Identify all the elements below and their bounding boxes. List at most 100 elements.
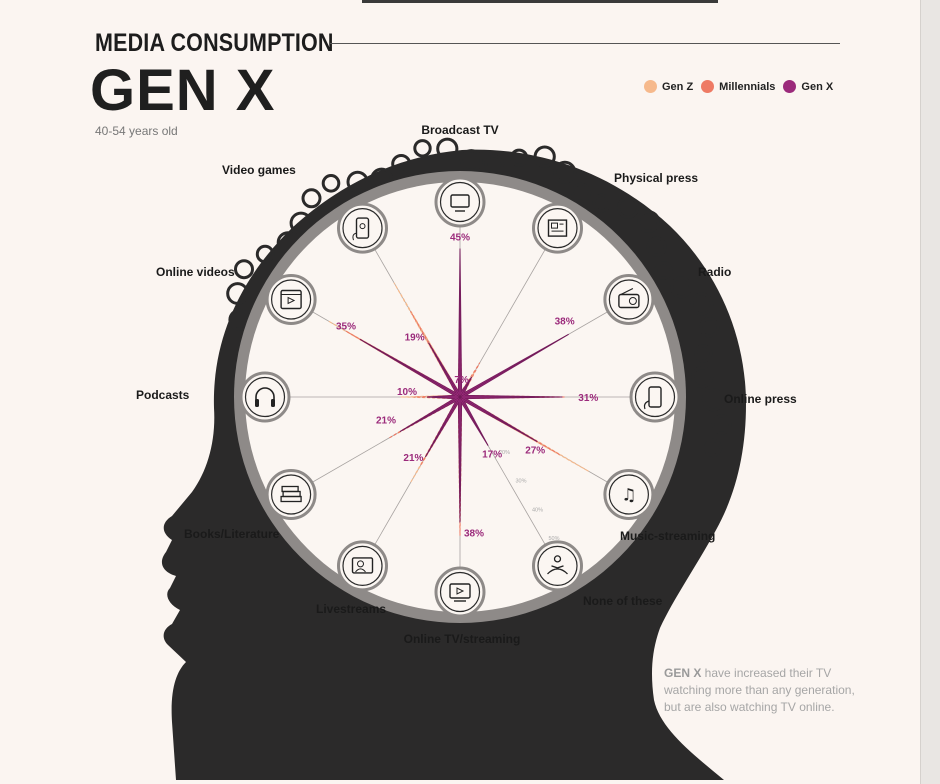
hair-curl <box>459 149 483 172</box>
radar-chart: 20% 30% 40% 50% ♫ 45% 7% 38% 31% 27% 17% 38% 21% 21… <box>136 123 797 780</box>
hair-curl <box>701 388 725 412</box>
hair-curl <box>570 182 592 203</box>
newspaper-icon <box>532 202 583 254</box>
hair-curl <box>690 292 714 316</box>
series-spoke <box>399 396 461 432</box>
legend-item-gen-x: Gen X <box>783 80 833 93</box>
value-label-video-games: 19% <box>405 333 425 344</box>
hair-curls <box>226 137 732 458</box>
hair-curl <box>646 236 667 257</box>
series-group <box>328 248 589 536</box>
series-spoke <box>428 342 461 398</box>
game-phone-icon <box>337 202 388 254</box>
series-spoke <box>459 334 569 398</box>
note-text: have increased their TV watching more th… <box>664 666 855 714</box>
headphones-icon <box>239 371 291 423</box>
legend-dot-millennials <box>701 80 715 93</box>
hair-curl <box>234 259 254 280</box>
hair-curl <box>694 344 713 363</box>
value-label-online-videos: 35% <box>336 321 356 332</box>
radio-icon <box>603 274 655 325</box>
hair-curl <box>255 244 275 264</box>
hair-curl <box>436 137 459 160</box>
legend-label-gen-x: Gen X <box>801 80 834 93</box>
category-label-online-videos: Online videos <box>156 265 235 279</box>
value-label-podcasts: 10% <box>397 387 417 398</box>
hair-curl <box>592 193 611 213</box>
legend: Gen Z Millennials Gen X <box>644 80 841 93</box>
hair-curl <box>226 282 250 305</box>
value-labels: 45% 7% 38% 31% 27% 17% 38% 21% 21% 10% 35% 19% <box>336 233 598 540</box>
books-icon <box>265 469 317 520</box>
streaming-screen-icon <box>434 566 486 618</box>
category-label-livestreams: Livestreams <box>316 602 386 616</box>
value-label-physical-press: 7% <box>454 375 469 386</box>
hair-curl <box>703 438 723 458</box>
hair-curl <box>553 160 577 184</box>
hair-curl <box>484 154 505 175</box>
hair-curl <box>637 210 660 234</box>
phone-icon <box>629 371 681 423</box>
value-label-broadcast-tv: 45% <box>450 233 470 244</box>
svg-text:♫: ♫ <box>621 486 636 506</box>
subtitle: MEDIA CONSUMPTION <box>95 29 334 57</box>
category-label-podcasts: Podcasts <box>136 388 190 402</box>
value-label-none-of-these: 17% <box>482 450 502 461</box>
hair-curl <box>711 414 732 435</box>
value-label-online-press: 31% <box>578 393 598 404</box>
header-rule <box>330 43 840 44</box>
tick-labels: 20% 30% 40% 50% <box>499 450 560 542</box>
legend-label-millennials: Millennials <box>719 80 776 93</box>
value-label-radio: 38% <box>555 316 575 327</box>
page-title: GEN X <box>90 58 276 123</box>
hair-curl <box>413 139 432 158</box>
legend-item-gen-z: Gen Z <box>644 80 693 93</box>
hair-curl <box>509 148 529 168</box>
hair-curl <box>391 154 412 174</box>
hair-curl <box>533 145 556 168</box>
hair-curl <box>670 276 692 299</box>
livestream-icon <box>337 540 388 592</box>
page-gutter <box>921 0 940 784</box>
hair-curl <box>321 174 341 193</box>
value-label-online-tv-streaming: 38% <box>464 528 484 539</box>
tick-label: 20% <box>499 450 510 456</box>
video-player-icon <box>265 274 317 325</box>
category-label-online-press: Online press <box>724 392 797 406</box>
value-label-livestreams: 21% <box>403 453 423 464</box>
tick-label: 50% <box>549 536 560 542</box>
hair-curl <box>301 188 322 209</box>
category-label-broadcast-tv: Broadcast TV <box>421 123 498 137</box>
legend-label-gen-z: Gen Z <box>662 80 694 93</box>
age-range: 40-54 years old <box>95 124 178 138</box>
annotation-note: GEN X have increased their TV watching m… <box>664 665 864 716</box>
category-label-physical-press: Physical press <box>614 171 698 185</box>
note-highlight: GEN X <box>664 666 702 680</box>
hair-curl <box>654 261 673 280</box>
series-spoke <box>459 376 472 398</box>
category-label-music-streaming: Music-streaming <box>620 529 715 543</box>
tv-icon <box>434 176 486 228</box>
series-spoke <box>425 396 461 458</box>
music-notes-icon: ♫ <box>603 469 655 520</box>
series-spoke <box>459 396 538 442</box>
series-spoke <box>359 339 461 398</box>
hair-curl <box>289 211 313 235</box>
series-spoke <box>459 396 489 446</box>
category-label-radio: Radio <box>698 265 731 279</box>
tick-label: 40% <box>532 507 543 513</box>
category-label-none-of-these: None of these <box>583 594 663 608</box>
category-icons: ♫ <box>239 176 681 618</box>
legend-item-millennials: Millennials <box>701 80 775 93</box>
value-label-books-literature: 21% <box>376 416 396 427</box>
category-label-books-literature: Books/Literature <box>184 527 280 541</box>
hair-curl <box>691 366 714 389</box>
top-bar <box>362 0 718 3</box>
category-label-online-tv-streaming: Online TV/streaming <box>404 632 521 646</box>
value-label-music-streaming: 27% <box>525 446 545 457</box>
tick-label: 30% <box>516 479 527 485</box>
category-label-video-games: Video games <box>222 163 296 177</box>
hair-curl <box>346 170 369 193</box>
hair-curl <box>699 317 720 338</box>
